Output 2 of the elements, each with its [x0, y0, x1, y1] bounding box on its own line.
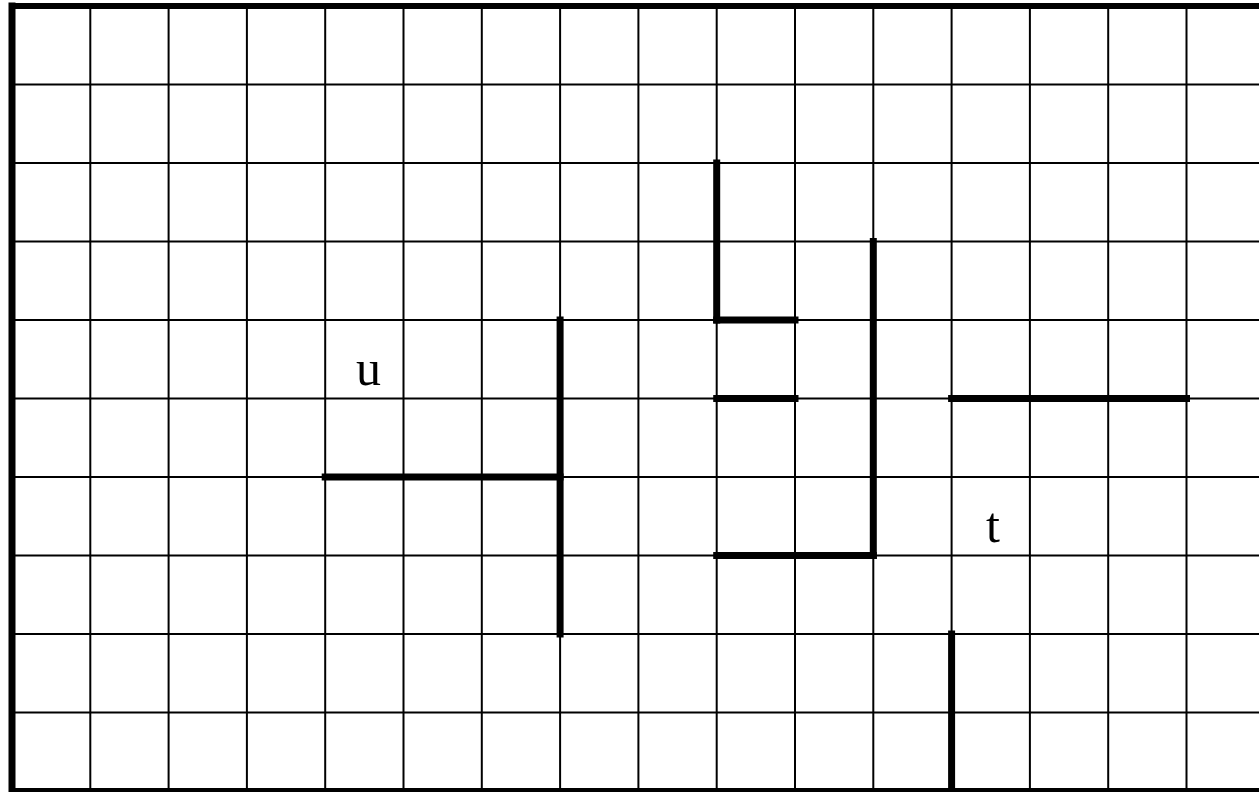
cell-label: t: [986, 500, 1000, 550]
cell-label: u: [356, 343, 381, 393]
